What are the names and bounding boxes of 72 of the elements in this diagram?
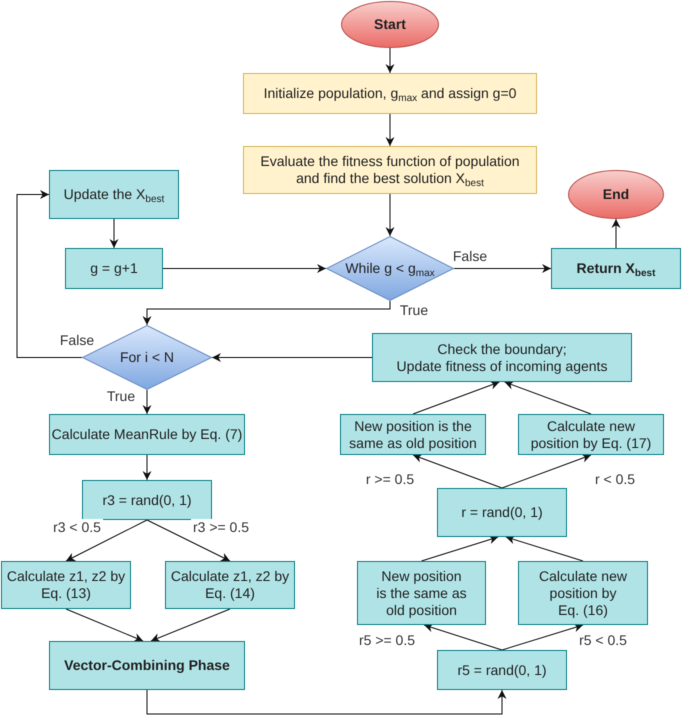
step-text: Calculate z1, z2 by Eq. (14) [170, 568, 290, 602]
arrow [142, 300, 390, 326]
arrow [412, 454, 502, 488]
step-text: r5 = rand(0, 1) [457, 662, 547, 678]
step-text: Update fitness of incoming agents [396, 358, 608, 374]
edge-label: r < 0.5 [592, 471, 638, 487]
arrow [16, 190, 82, 358]
edge-label: True [398, 302, 430, 318]
arrow [66, 608, 144, 642]
process-box [340, 414, 486, 455]
process-box [518, 561, 648, 625]
process-box [49, 170, 179, 219]
condition-text: While g < g$_{max}$ [345, 260, 435, 277]
process-box [372, 333, 632, 382]
arrow [386, 114, 394, 146]
arrow [504, 380, 592, 414]
process-box [165, 561, 295, 609]
arrow [212, 353, 372, 362]
process-box [437, 488, 567, 537]
arrow [612, 218, 620, 248]
arrow [502, 454, 592, 488]
arrow [412, 380, 500, 414]
process-box [551, 248, 681, 289]
process-box [357, 561, 486, 625]
arrow [162, 264, 326, 273]
arrow [386, 194, 394, 236]
arrow [66, 520, 148, 562]
terminal-label: Start [374, 16, 406, 33]
edge-label: True [104, 388, 138, 404]
arrow [142, 454, 152, 480]
process-box [1, 561, 131, 609]
step-text: New position is the same as old position [348, 418, 478, 452]
step-text: Calculate new position by Eq. (17) [530, 418, 652, 452]
arrow [424, 623, 502, 650]
step-text: r3 = rand(0, 1) [102, 492, 192, 508]
step-text: Vector-Combining Phase [64, 657, 230, 674]
arrow [502, 623, 584, 650]
step-text: Calculate MeanRule by Eq. (7) [52, 426, 242, 443]
arrow [454, 264, 552, 273]
step-text: g = g+1 [90, 260, 138, 277]
arrow [142, 390, 152, 414]
edge-label: r >= 0.5 [364, 471, 416, 487]
arrow [386, 48, 394, 74]
process-box [243, 146, 537, 194]
process-box [243, 73, 537, 114]
process-box [82, 480, 212, 520]
arrow [421, 535, 499, 562]
condition-text: For i < N [120, 349, 174, 366]
process-box [518, 414, 664, 455]
step-text: Calculate z1, z2 by Eq. (13) [6, 568, 126, 602]
arrow [150, 608, 230, 642]
process-box [49, 414, 245, 455]
step-text: Calculate new position by Eq. (16) [538, 568, 628, 618]
process-box [437, 650, 567, 690]
step-text: Evaluate the fitness function of population and find the best solution X$_{best}$ [259, 153, 521, 187]
arrow [146, 520, 230, 562]
step-text: Initialize population, g$_{max}$ and assign g=0 [264, 85, 516, 102]
step-text: New position is the same as old position [376, 568, 468, 618]
edge-label: r3 < 0.5 [51, 519, 103, 535]
process-box [65, 248, 163, 289]
step-text: r = rand(0, 1) [461, 504, 543, 521]
process-box [49, 641, 245, 690]
terminal-label: End [602, 186, 630, 203]
step-text: Update the X$_{best}$ [64, 186, 164, 203]
arrow [505, 535, 584, 562]
arrow [110, 218, 118, 248]
arrow [146, 690, 506, 714]
edge-label: r5 < 0.5 [577, 632, 629, 648]
step-text: Check the boundary; [437, 340, 567, 358]
edge-label: r3 >= 0.5 [190, 519, 252, 535]
step-text: Return X$_{best}$ [576, 260, 656, 277]
edge-label: r5 >= 0.5 [356, 632, 418, 648]
